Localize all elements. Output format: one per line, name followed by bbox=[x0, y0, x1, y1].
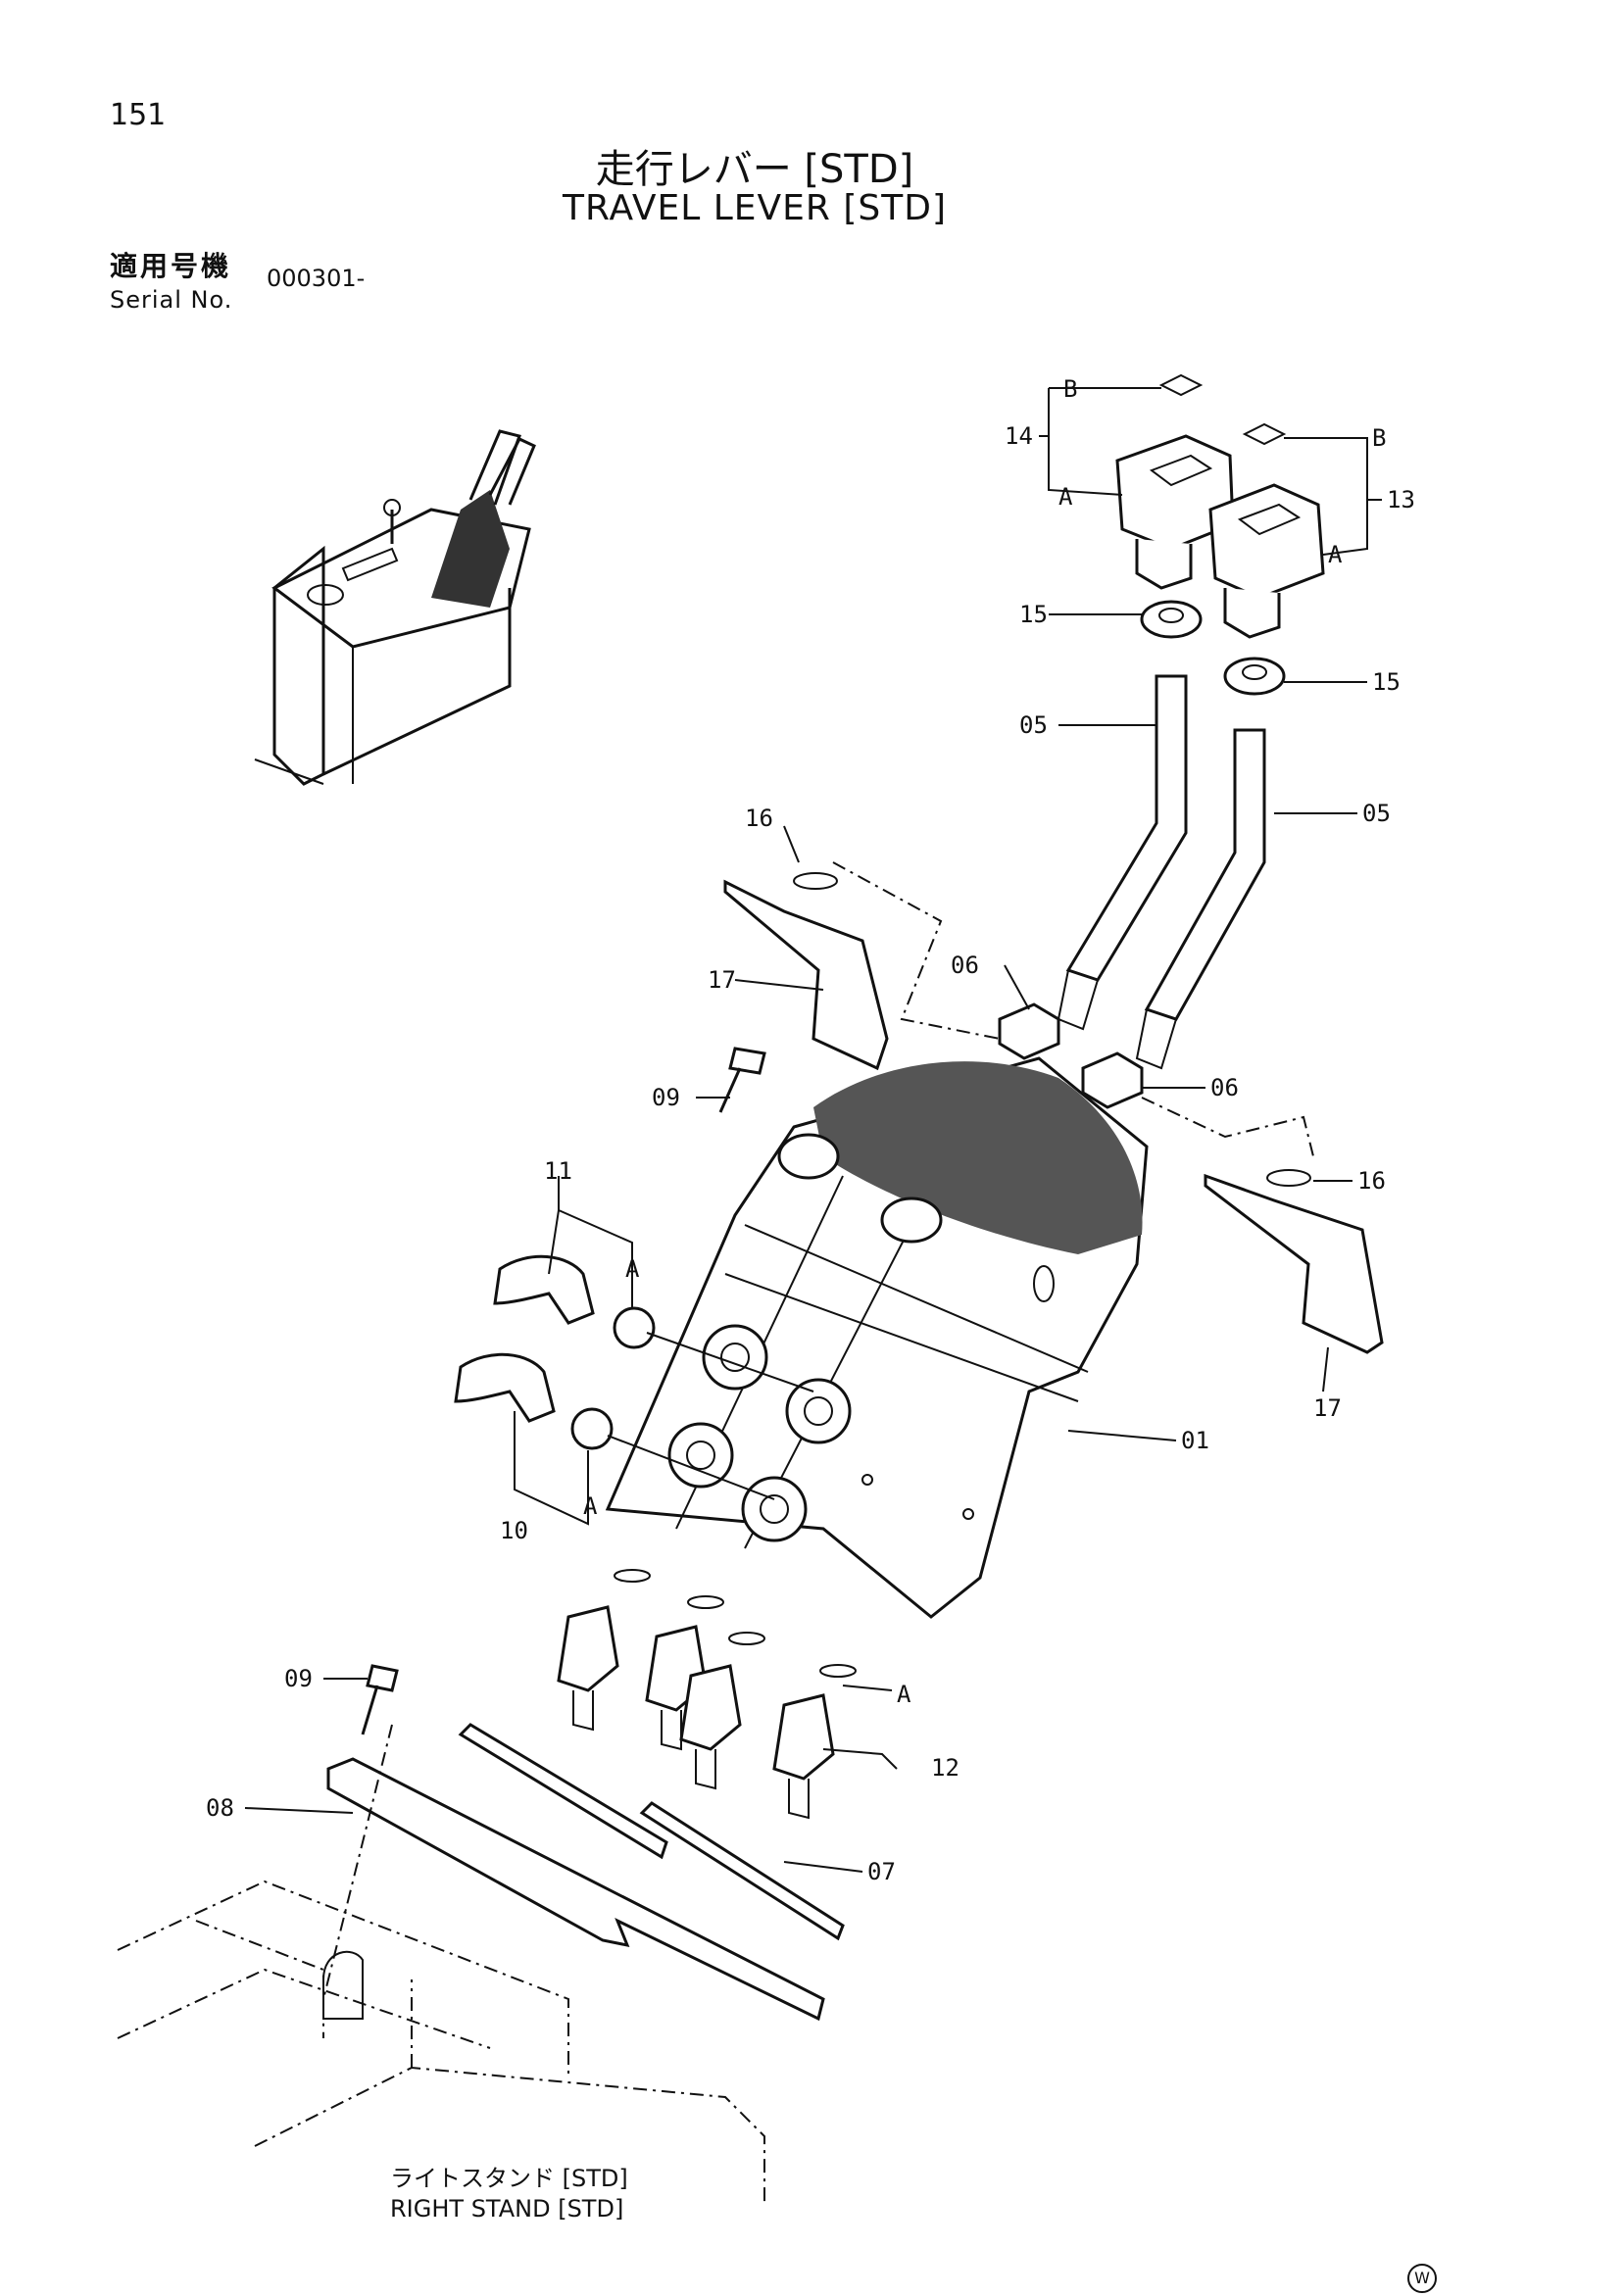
tag-a-right: A bbox=[1328, 541, 1343, 568]
nut-06-right bbox=[1081, 1051, 1144, 1109]
bolt-09-upper bbox=[728, 1047, 766, 1075]
location-inset bbox=[254, 429, 536, 786]
serial-label-japanese: 適用号機 bbox=[110, 250, 232, 282]
title-japanese: 走行レバー [STD] bbox=[595, 147, 914, 192]
callout-06-left: 06 bbox=[951, 952, 979, 979]
stand-caption-japanese: ライトスタンド [STD] bbox=[390, 2165, 628, 2192]
callout-06-right: 06 bbox=[1210, 1074, 1239, 1101]
serial-number-value: 000301- bbox=[267, 265, 366, 292]
nut-06-left bbox=[998, 1002, 1060, 1060]
page-number: 151 bbox=[110, 98, 167, 132]
leader-lines bbox=[244, 387, 1382, 1873]
callout-17-right: 17 bbox=[1313, 1394, 1342, 1422]
tag-a-11: A bbox=[625, 1255, 640, 1283]
tag-b-left: B bbox=[1063, 375, 1077, 403]
o-ring-10 bbox=[570, 1407, 614, 1450]
elbow-10 bbox=[454, 1352, 556, 1423]
pilot-valve-body-01 bbox=[605, 1056, 1149, 1619]
callout-16-left: 16 bbox=[745, 805, 773, 832]
callout-08: 08 bbox=[206, 1794, 234, 1822]
gasket-07-upper bbox=[458, 1723, 668, 1860]
callout-05-left: 05 bbox=[1019, 711, 1048, 739]
washer-15-right bbox=[1223, 657, 1286, 696]
plate-08 bbox=[326, 1757, 825, 2022]
tag-a-12: A bbox=[897, 1681, 911, 1708]
tag-a-10: A bbox=[583, 1492, 598, 1520]
elbow-11 bbox=[493, 1254, 595, 1325]
letter-tags: B B A A A A A bbox=[583, 375, 1386, 1708]
bracket-17-right bbox=[1204, 1173, 1384, 1354]
callout-labels: 01 05 05 06 06 07 08 09 09 10 11 12 13 1… bbox=[206, 422, 1415, 1885]
corner-mark: W bbox=[1407, 2264, 1437, 2293]
serial-label-english: Serial No. bbox=[110, 286, 233, 314]
gasket-07-lower bbox=[639, 1801, 845, 1941]
title-english: TRAVEL LEVER [STD] bbox=[562, 188, 948, 228]
callout-13: 13 bbox=[1387, 486, 1415, 513]
callout-16-right: 16 bbox=[1357, 1167, 1386, 1195]
callout-09-lower: 09 bbox=[284, 1665, 313, 1692]
callout-05-right: 05 bbox=[1362, 800, 1391, 827]
bolt-09-lower bbox=[366, 1664, 399, 1692]
callout-15-right: 15 bbox=[1372, 668, 1401, 696]
stand-caption-english: RIGHT STAND [STD] bbox=[390, 2195, 624, 2223]
callout-14: 14 bbox=[1005, 422, 1033, 450]
tag-b-right: B bbox=[1372, 424, 1386, 452]
callout-01: 01 bbox=[1181, 1427, 1209, 1454]
knob-assembly bbox=[1115, 373, 1325, 639]
tag-a-left: A bbox=[1058, 483, 1073, 511]
washer-15-left bbox=[1140, 600, 1203, 639]
callout-12: 12 bbox=[931, 1754, 959, 1782]
callout-15-left: 15 bbox=[1019, 601, 1048, 628]
callout-07: 07 bbox=[867, 1858, 896, 1885]
lever-rod-05-left bbox=[1065, 674, 1188, 982]
callout-10: 10 bbox=[500, 1517, 528, 1544]
callout-11: 11 bbox=[544, 1157, 572, 1185]
o-ring-11 bbox=[613, 1306, 656, 1349]
callout-09-upper: 09 bbox=[652, 1084, 680, 1111]
right-stand bbox=[117, 1724, 765, 2205]
bracket-17-left bbox=[723, 879, 889, 1071]
callout-17-left: 17 bbox=[708, 966, 736, 994]
fittings-12 bbox=[557, 1569, 857, 1820]
